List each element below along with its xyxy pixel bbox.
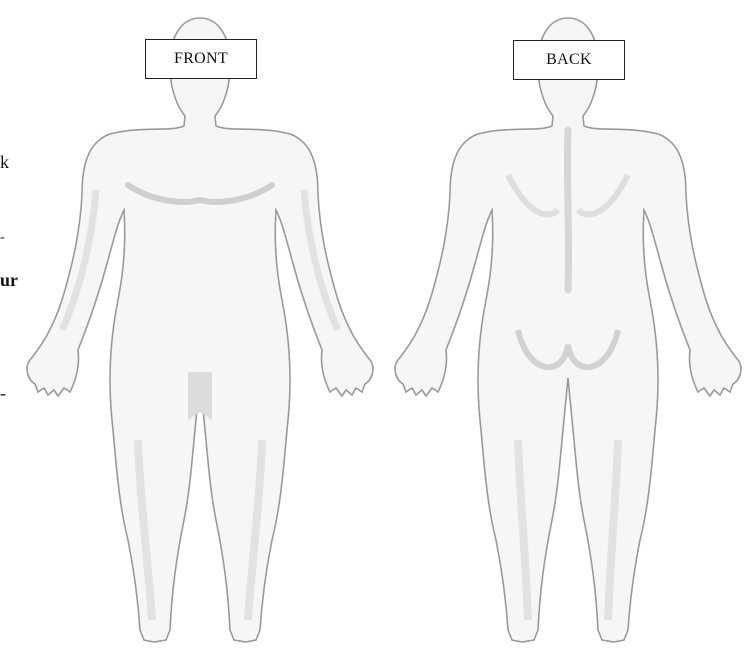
back-spine [567,130,568,290]
clipped-text-fragment: - [0,383,6,404]
clipped-text-fragment: - [0,230,5,246]
clipped-text-fragment: k [0,152,9,173]
clipped-text-fragment: ur [0,270,18,291]
back-figure [395,18,741,642]
front-label: FRONT [145,39,257,79]
back-label: BACK [513,40,625,80]
front-figure [27,18,373,642]
front-groin-shade [188,372,212,420]
